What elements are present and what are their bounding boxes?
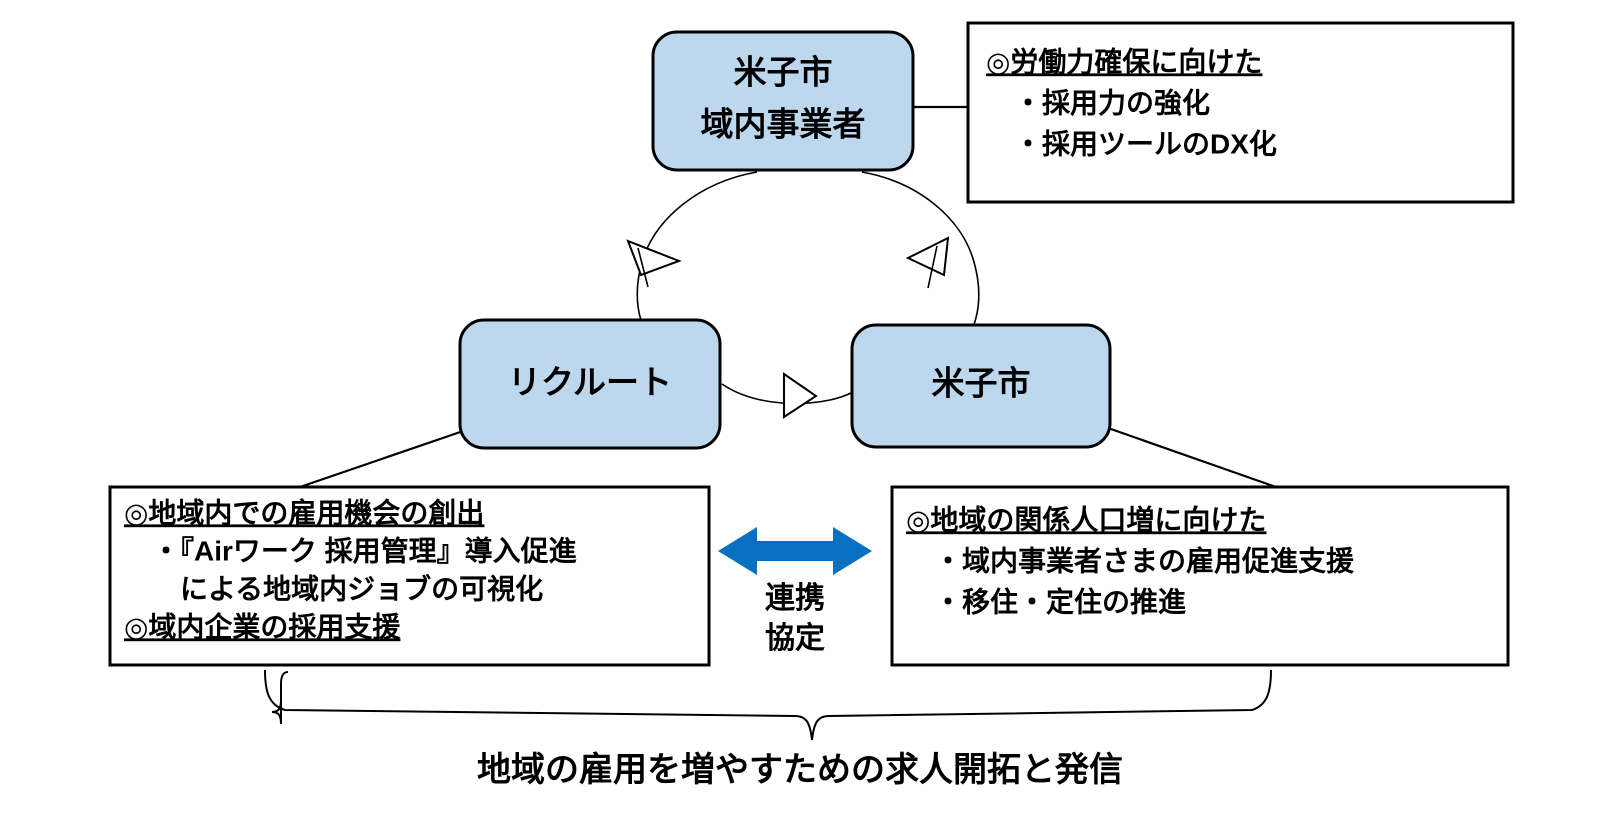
panel-top-right-item-1: ・採用ツールのDX化 xyxy=(1014,128,1277,159)
panel-bottom-left-item-1: による地域内ジョブの可視化 xyxy=(152,572,543,604)
double-headed-arrow-icon xyxy=(718,527,872,575)
cycle-arrow-head-right-bar xyxy=(927,245,938,289)
node-top-shape xyxy=(651,30,915,172)
panel-local-jobs: ◎地域内での雇用機会の創出 ・『Airワーク 採用管理』導入促進 による地域内ジ… xyxy=(108,485,711,667)
brace-path xyxy=(271,671,289,725)
panel-bottom-left-heading: ◎地域内での雇用機会の創出 xyxy=(124,496,484,528)
panel-top-right-box xyxy=(966,21,1515,204)
partnership-caption-line2: 協定 xyxy=(765,621,825,655)
connector-lines-group xyxy=(299,105,1277,489)
footer-caption: 地域の雇用を増やすための求人開拓と発信 xyxy=(477,750,1123,789)
panel-top-right-heading: ◎労働力確保に向けた xyxy=(986,46,1262,77)
node-yonago-city[interactable]: 米子市 xyxy=(850,323,1112,449)
node-right-shape xyxy=(850,323,1112,449)
node-top-line1: 米子市 xyxy=(734,54,833,91)
partnership-caption-line1: 連携 xyxy=(765,582,825,615)
cycle-arc-top-right xyxy=(861,171,980,343)
connector-left-to-panel xyxy=(299,426,473,489)
panel-top-right-item-0: ・採用力の強化 xyxy=(1014,87,1210,118)
node-left-label: リクルート xyxy=(508,364,672,401)
panel-bottom-left-item-0: ・『Airワーク 採用管理』導入促進 xyxy=(152,534,577,566)
cycle-arrow-head-left-icon xyxy=(626,239,682,277)
panel-population: ◎地域の関係人口増に向けた ・域内事業者さまの雇用促進支援 ・移住・定住の推進 xyxy=(890,485,1510,667)
node-recruit[interactable]: リクルート xyxy=(458,318,722,450)
cycle-arrows-group xyxy=(626,171,980,419)
panel-bottom-left-box xyxy=(108,485,711,667)
panel-bottom-right-heading: ◎地域の関係人口増に向けた xyxy=(906,504,1266,535)
panel-bottom-right-item-1: ・移住・定住の推進 xyxy=(934,585,1186,617)
panel-bottom-right-item-0: ・域内事業者さまの雇用促進支援 xyxy=(934,544,1355,576)
summary-brace xyxy=(264,669,1272,741)
brace-span xyxy=(264,669,1272,741)
node-right-label: 米子市 xyxy=(932,365,1031,402)
panel-bottom-left-heading2: ◎域内企業の採用支援 xyxy=(124,610,401,642)
cycle-arrow-head-bottom-icon xyxy=(783,372,818,419)
node-yonago-local-businesses[interactable]: 米子市 域内事業者 xyxy=(651,30,915,172)
node-left-shape xyxy=(458,318,722,450)
panel-labor-force: ◎労働力確保に向けた ・採用力の強化 ・採用ツールのDX化 xyxy=(966,21,1515,204)
cycle-arrow-head-left-bar xyxy=(637,247,649,288)
connector-right-to-panel xyxy=(1107,426,1277,489)
panel-bottom-right-box xyxy=(890,485,1510,667)
partnership-arrow-group: 連携 協定 xyxy=(718,527,872,655)
node-top-line2: 域内事業者 xyxy=(701,106,866,143)
cycle-arrow-head-right-icon xyxy=(905,236,950,277)
